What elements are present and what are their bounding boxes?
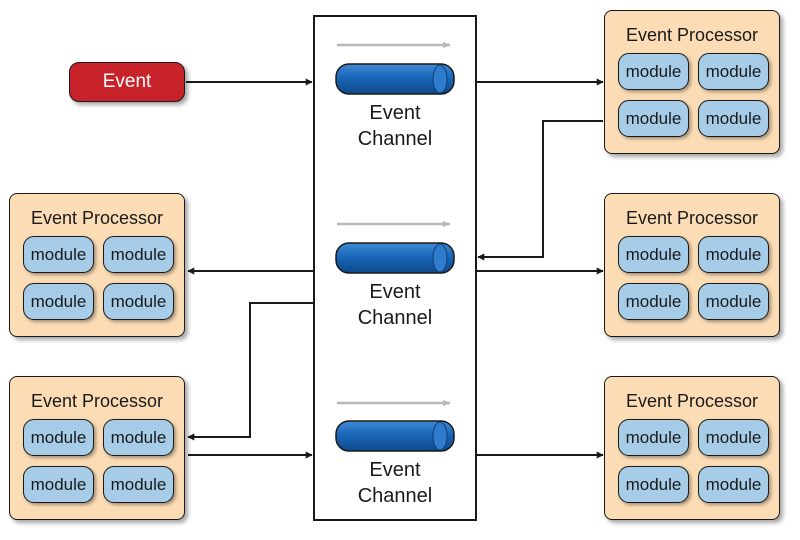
channel-1-pipe (335, 41, 455, 95)
module-box: module (618, 283, 689, 320)
module-box: module (698, 53, 769, 90)
module-box: module (103, 283, 174, 320)
channel-3-pipe-end (432, 421, 448, 451)
event-processor-top-right: Event Processor module module module mod… (604, 10, 780, 154)
channel-2-label: Event Channel (313, 279, 477, 331)
event-processor-middle-left: Event Processor module module module mod… (9, 193, 185, 337)
channel-2-pipe (335, 220, 455, 274)
channel-3-label: Event Channel (313, 457, 477, 509)
module-box: module (618, 419, 689, 456)
module-box: module (618, 236, 689, 273)
channel-2-pipe-body (335, 242, 455, 274)
event-label: Event (102, 71, 152, 92)
channel-1-pipe-end (432, 64, 448, 94)
channel-3-label-line2: Channel (357, 485, 433, 507)
channel-1-label: Event Channel (313, 100, 477, 152)
processor-title: Event Processor (625, 25, 759, 45)
module-box: module (618, 53, 689, 90)
processor-title: Event Processor (30, 208, 164, 228)
channel-1-pipe-body (335, 63, 455, 95)
event-processor-middle-right: Event Processor module module module mod… (604, 193, 780, 337)
module-box: module (103, 236, 174, 273)
event-processor-bottom-left: Event Processor module module module mod… (9, 376, 185, 520)
channel-1-label-line1: Event (369, 102, 421, 124)
module-box: module (618, 100, 689, 137)
processor-title: Event Processor (625, 208, 759, 228)
module-box: module (23, 419, 94, 456)
channel-2-pipe-end (432, 243, 448, 273)
channel-3-pipe (335, 399, 455, 452)
module-box: module (103, 419, 174, 456)
channel-2-label-line1: Event (369, 281, 421, 303)
channel-3-pipe-body (335, 420, 455, 452)
module-box: module (23, 283, 94, 320)
module-box: module (23, 236, 94, 273)
event-processor-bottom-right: Event Processor module module module mod… (604, 376, 780, 520)
channel-2-to-processor-bottom-left-arrow (187, 302, 313, 441)
processor-title: Event Processor (625, 391, 759, 411)
channel-3-label-line1: Event (369, 459, 421, 481)
processor-title: Event Processor (30, 391, 164, 411)
channel-2-label-line2: Channel (357, 307, 433, 329)
module-box: module (698, 283, 769, 320)
module-box: module (698, 466, 769, 503)
module-box: module (698, 236, 769, 273)
module-box: module (618, 466, 689, 503)
event-node: Event (69, 62, 185, 102)
module-box: module (698, 419, 769, 456)
module-box: module (23, 466, 94, 503)
module-box: module (698, 100, 769, 137)
module-box: module (103, 466, 174, 503)
channel-1-label-line2: Channel (357, 128, 433, 150)
processor-top-right-to-channel-2-arrow (477, 120, 603, 261)
